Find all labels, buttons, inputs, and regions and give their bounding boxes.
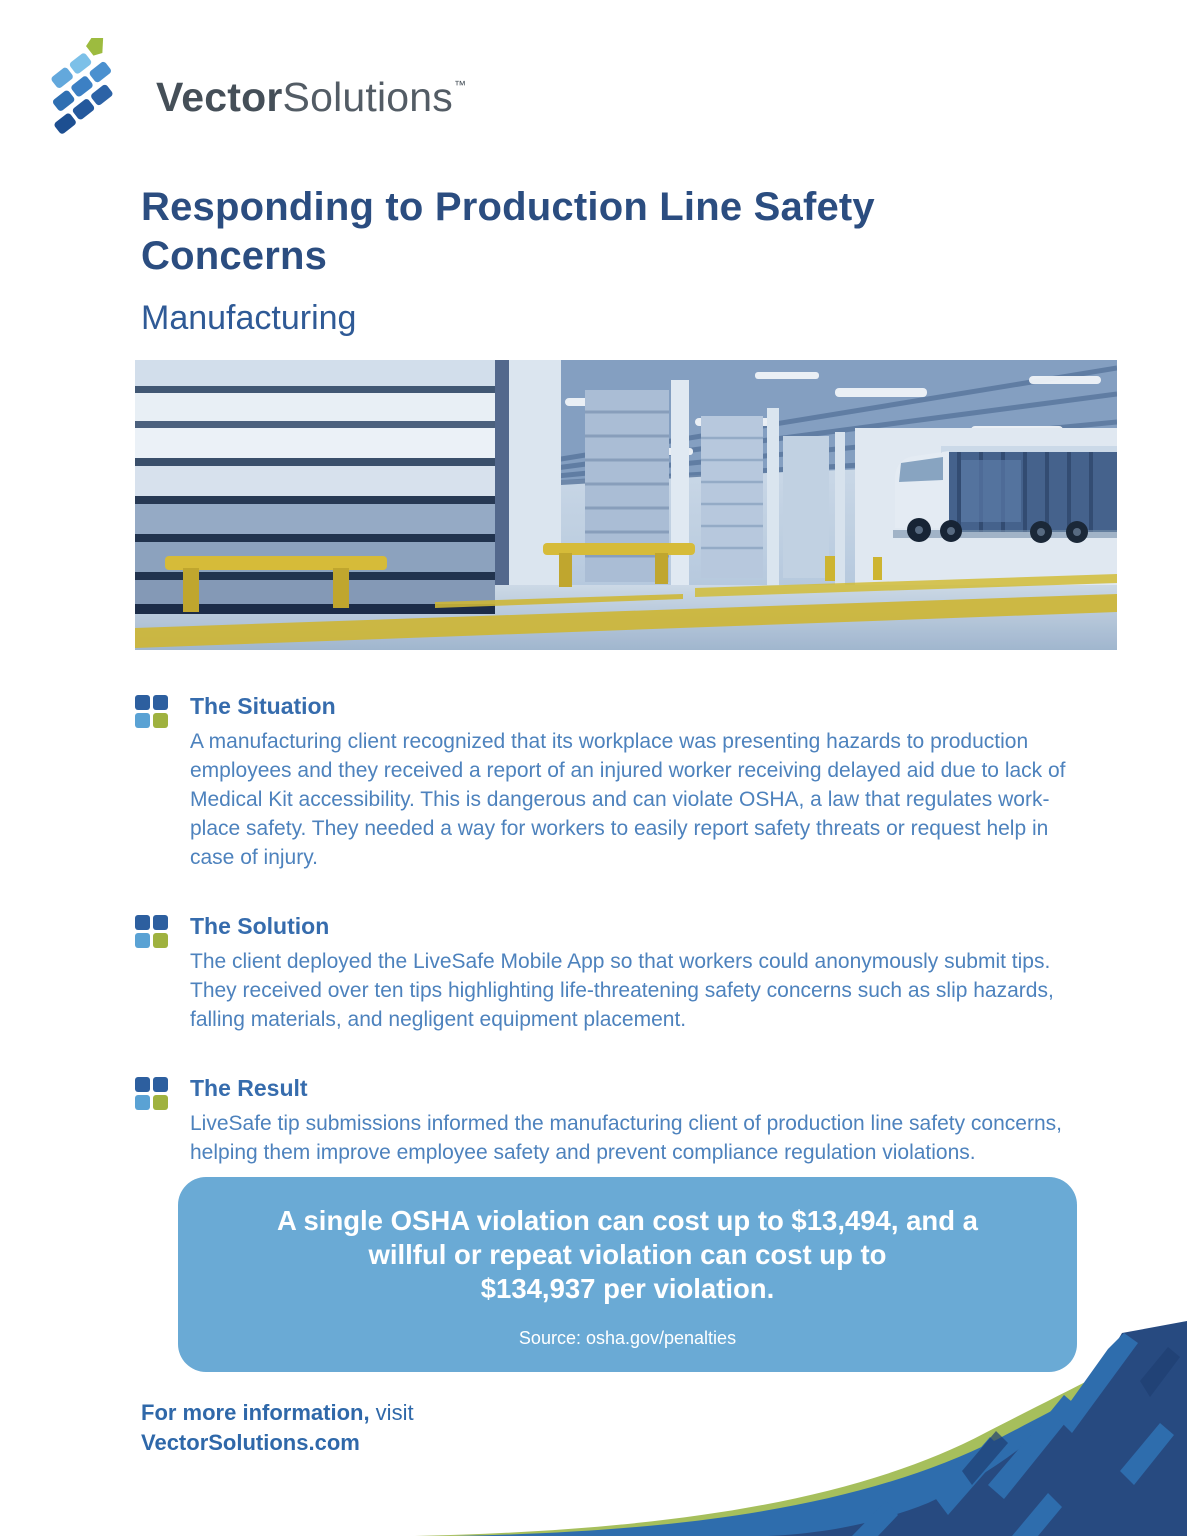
truck-illustration [893,446,1117,543]
section-body: A manufacturing client recognized that i… [190,730,1066,869]
section-result: The Result LiveSafe tip submissions info… [135,1075,1095,1167]
section-title: The Situation [190,693,336,719]
logo-word-solutions: Solutions [282,73,454,120]
content-sections: The Situation A manufacturing client rec… [135,693,1095,1208]
footer-bold-text: For more information, [141,1400,370,1425]
footer: For more information, visit VectorSoluti… [141,1398,414,1458]
hero-warehouse-image [135,360,1117,650]
safety-barriers [135,543,1117,648]
osha-cost-callout: A single OSHA violation can cost up to $… [178,1177,1077,1372]
vectorsolutions-link[interactable]: VectorSolutions.com [141,1430,360,1455]
section-body: The client deployed the LiveSafe Mobile … [190,950,1054,1031]
section-title: The Solution [190,913,330,939]
callout-line-3: $134,937 per violation. [480,1273,775,1304]
vector-solutions-logo: VectorSolutions™ [38,38,466,142]
footer-regular-text: visit [369,1400,414,1425]
callout-line-2: willful or repeat violation can cost up … [368,1239,887,1270]
callout-line-1: A single OSHA violation can cost up to $… [277,1205,978,1236]
section-solution: The Solution The client deployed the Liv… [135,913,1095,1034]
vector-arrow-logo-icon [51,38,113,134]
grid-squares-icon [135,695,190,728]
warehouse-illustration [135,360,1117,650]
callout-source: Source: osha.gov/penalties [518,1328,737,1348]
logo-word-vector: Vector [156,73,283,120]
section-title: The Result [190,1075,308,1101]
page-title: Responding to Production Line Safety Con… [141,185,875,278]
section-body: LiveSafe tip submissions informed the ma… [190,1112,1062,1164]
section-situation: The Situation A manufacturing client rec… [135,693,1095,872]
grid-squares-icon [135,1077,190,1110]
grid-squares-icon [135,915,190,948]
page-subtitle: Manufacturing [141,299,357,337]
trademark-symbol: ™ [454,77,467,92]
logo-wordmark: VectorSolutions™ [156,74,466,121]
